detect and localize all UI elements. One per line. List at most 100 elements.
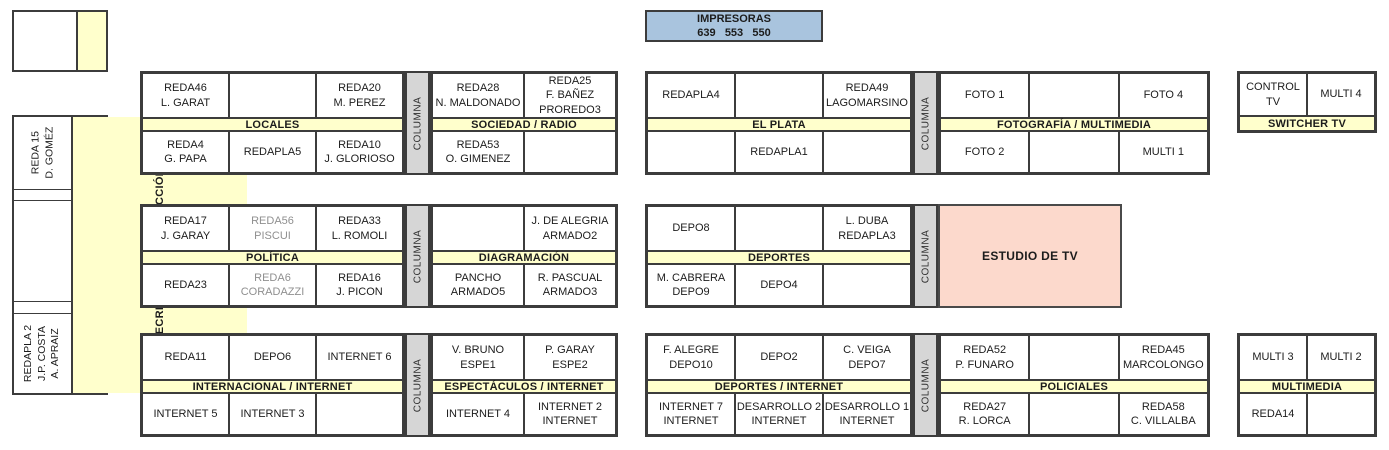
- corner-box-white-cell: [14, 12, 78, 70]
- desk-fotografia_multimedia-bottom-1: FOTO 2: [940, 131, 1030, 173]
- sidebar-desk-column: REDA 15 D. GOMÉZ REDAPLA 2 J.P. COSTA A.…: [14, 117, 74, 393]
- desk-deportes_internet-top-2: DEPO2: [735, 335, 823, 380]
- desk-label-line: DEPO9: [672, 286, 710, 298]
- desk-label-line: CORADAZZI: [240, 286, 305, 298]
- desk-label-line: DEPO2: [760, 351, 798, 364]
- desk-fotografia_multimedia-top-2: [1029, 73, 1119, 118]
- desk-policiales-bottom-2: [1029, 393, 1119, 435]
- desk-label-line: INTERNET 5: [153, 407, 218, 420]
- zone-band-deportes_internet: DEPORTES / INTERNET: [647, 380, 911, 393]
- desk-label-line: R. PASCUAL: [537, 271, 603, 284]
- desk-label-line: REDAPLA4: [662, 89, 720, 102]
- desk-label-line: LAGOMARSINO: [826, 96, 908, 109]
- desk-label-line: DESARROLLO 1: [824, 400, 910, 413]
- desk-label-line: DEPO10: [669, 358, 713, 371]
- desk-label-line: D. GOMÉZ: [42, 127, 55, 179]
- columna-pillar: COLUMNA: [405, 333, 430, 437]
- zone-band-fotografia_multimedia: FOTOGRAFÍA / MULTIMEDIA: [940, 118, 1208, 131]
- desk-label-line: L. DUBA: [845, 215, 889, 228]
- desk-el_plata-bottom-2: REDAPLA1: [735, 131, 823, 173]
- desk-fotografia_multimedia-bottom-2: [1029, 131, 1119, 173]
- desk-label-line: V. BRUNO: [451, 344, 505, 357]
- desk-label-line: DEPO6: [253, 351, 292, 364]
- printers-numbers: 639 553 550: [697, 27, 771, 39]
- desk-label-line: P. FUNARO: [955, 358, 1014, 371]
- desk-label-line: MULTI 3: [1252, 351, 1294, 364]
- desk-label-line: C. VEIGA: [843, 344, 891, 357]
- desk-el_plata-bottom-1: [647, 131, 735, 173]
- desk-espectaculos_internet-bottom-1: INTERNET 4: [432, 393, 524, 435]
- desk-label-line: MULTI 2: [1320, 351, 1362, 364]
- desk-label-line: REDA58: [1141, 400, 1185, 413]
- desk-label-line: REDA16: [338, 271, 381, 284]
- printers-box: IMPRESORAS 639 553 550: [645, 10, 823, 42]
- desk-fotografia_multimedia-top-1: FOTO 1: [940, 73, 1030, 118]
- desk-label-line: FOTO 4: [1143, 89, 1184, 102]
- desk-label-line: DEPO4: [760, 278, 798, 291]
- desk-label-line: M. CABRERA: [656, 271, 726, 284]
- desk-label-line: REDAPLA5: [243, 145, 302, 158]
- desk-label-line: PROREDO3: [539, 103, 601, 116]
- desk-empty: [14, 201, 72, 302]
- desk-label-line: J.P. COSTA: [35, 325, 48, 382]
- desk-diagramacion-bottom-2: R. PASCUAL ARMADO3: [524, 264, 616, 306]
- desk-spacer: [14, 302, 72, 314]
- desk-label-line: N. MALDONADO: [435, 96, 521, 109]
- desk-label-line: REDA52: [963, 344, 1007, 357]
- columna-label: COLUMNA: [920, 96, 932, 150]
- desk-label-line: L. GARAT: [160, 96, 211, 109]
- desk-label-line: REDA46: [164, 82, 207, 95]
- desk-label-line: ARMADO3: [542, 286, 598, 298]
- desk-label-line: MULTI 4: [1320, 88, 1362, 101]
- corner-box: [12, 10, 108, 72]
- corner-box-yellow-strip: [78, 12, 106, 70]
- desk-label-line: REDAPLA 2: [22, 324, 35, 383]
- desk-internacional_internet-top-2: DEPO6: [229, 335, 316, 380]
- desk-label-line: REDA17: [164, 215, 207, 228]
- columna-pillar: COLUMNA: [913, 333, 938, 437]
- columna-label: COLUMNA: [412, 96, 424, 150]
- desk-label-line: INTERNET 6: [327, 351, 392, 364]
- desk-label-line: REDA14: [1251, 407, 1295, 420]
- desk-switcher_tv-top-2: MULTI 4: [1307, 73, 1375, 116]
- desk-politica-bottom-1: REDA23: [142, 264, 229, 306]
- desk-label-line: REDA6: [254, 271, 291, 284]
- desk-spacer: [14, 190, 72, 201]
- desk-reda15: REDA 15 D. GOMÉZ: [14, 117, 72, 190]
- desk-label-line: REDA33: [338, 215, 381, 228]
- desk-internacional_internet-top-3: INTERNET 6: [316, 335, 403, 380]
- desk-locales-top-2: [229, 73, 316, 118]
- desk-label-line: REDA10: [338, 138, 381, 151]
- secretarios-sidebar: REDA 15 D. GOMÉZ REDAPLA 2 J.P. COSTA A.…: [12, 115, 248, 395]
- desk-label-line: R. LORCA: [958, 415, 1011, 427]
- desk-label-line: J. GLORIOSO: [324, 153, 395, 165]
- desk-label-line: G. PAPA: [164, 153, 207, 165]
- desk-label-line: J. GARAY: [160, 229, 211, 242]
- desk-label-line: REDA23: [164, 278, 207, 291]
- desk-label-line: PANCHO: [454, 271, 502, 284]
- desk-label-line: REDAPLA3: [838, 229, 896, 242]
- desk-label-line: MARCOLONGO: [1122, 358, 1204, 371]
- desk-label-line: ESPE1: [460, 358, 496, 371]
- desk-label-line: INTERNET: [542, 415, 598, 427]
- desk-policiales-top-2: [1029, 335, 1119, 380]
- desk-deportes-top-2: [735, 206, 823, 251]
- desk-label-line: REDA49: [845, 82, 889, 95]
